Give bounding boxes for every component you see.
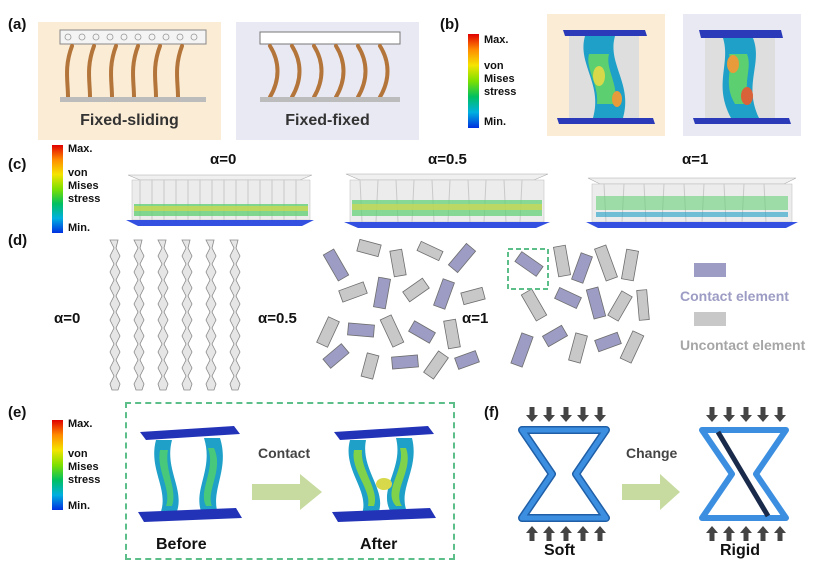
alpha-0-columns — [109, 239, 241, 391]
panel-a-fixed-fixed-box: Fixed-fixed — [236, 22, 419, 140]
sliding-stress-render — [557, 30, 655, 124]
legend-contact-swatch — [694, 263, 726, 277]
before-sim — [138, 426, 242, 522]
colorbar-title-1: von — [68, 167, 88, 179]
soft-caption: Soft — [544, 542, 576, 559]
bottom-fixed-plate — [60, 97, 206, 102]
panel-c-alpha-05: α=0.5 — [428, 151, 467, 168]
colorbar-gradient — [52, 145, 63, 233]
colorbar-title-2: Mises — [68, 461, 99, 473]
rigid-frame-arrows-bottom — [706, 526, 786, 541]
colorbar-gradient — [52, 420, 63, 510]
colorbar-title-3: stress — [68, 193, 101, 205]
legend-contact-label: Contact element — [680, 288, 789, 304]
panel-c-label: (c) — [8, 156, 27, 173]
colorbar-title-3: stress — [68, 474, 101, 486]
rigid-frame — [699, 427, 789, 521]
panel-d-alpha-05: α=0.5 — [258, 310, 297, 327]
colorbar-max: Max. — [68, 143, 93, 155]
before-caption: Before — [156, 536, 207, 553]
contact-arrow-label: Contact — [258, 445, 311, 461]
panel-c-colorbar: Max. von Mises stress Min. — [52, 143, 132, 243]
panel-e-dashed-frame — [125, 402, 455, 560]
alpha-05-pieces — [316, 238, 486, 380]
alpha-05-metamaterial — [344, 173, 550, 228]
after-caption: After — [360, 536, 398, 553]
soft-frame — [518, 426, 610, 522]
legend-uncontact-label: Uncontact element — [680, 337, 806, 353]
panel-b-fixed-fixed-sim — [683, 14, 801, 136]
panel-c-alpha-1: α=1 — [682, 151, 709, 168]
legend-uncontact-swatch — [694, 312, 726, 326]
colorbar-gradient — [468, 34, 479, 128]
rigid-caption: Rigid — [720, 542, 760, 559]
alpha-1-pieces — [510, 244, 650, 368]
colorbar-title-2: Mises — [484, 73, 515, 85]
panel-b-label: (b) — [440, 16, 460, 33]
change-arrow-label: Change — [626, 445, 678, 461]
top-fixed-plate — [259, 31, 401, 45]
colorbar-title-1: von — [484, 60, 504, 72]
panel-d-label: (d) — [8, 232, 28, 249]
after-sim — [332, 426, 436, 522]
bowed-beams — [268, 44, 390, 99]
fixed-fixed-caption: Fixed-fixed — [285, 112, 370, 129]
panel-e-colorbar: Max. von Mises stress Min. — [52, 418, 132, 518]
panel-d-alpha-0: α=0 — [54, 310, 81, 327]
colorbar-title-3: stress — [484, 86, 517, 98]
panel-b-colorbar: Max. von Mises stress Min. — [468, 32, 548, 132]
alpha-1-metamaterial — [586, 177, 798, 228]
fixed-stress-render — [693, 30, 791, 124]
panel-a-fixed-sliding-box: Fixed-sliding — [38, 22, 221, 140]
colorbar-max: Max. — [484, 34, 509, 46]
highlight-dashed-box — [507, 248, 549, 290]
contact-arrow — [252, 474, 322, 510]
fixed-fixed-diagram — [259, 31, 401, 102]
colorbar-min: Min. — [68, 500, 90, 512]
fixed-sliding-diagram — [59, 29, 207, 102]
rigid-frame-arrows-top — [706, 407, 786, 422]
colorbar-title-1: von — [68, 448, 88, 460]
panel-c-alpha-0: α=0 — [210, 151, 237, 168]
soft-frame-arrows-bottom — [526, 526, 606, 541]
colorbar-min: Min. — [484, 116, 506, 128]
panel-e-label: (e) — [8, 404, 27, 421]
colorbar-title-2: Mises — [68, 180, 99, 192]
colorbar-max: Max. — [68, 418, 93, 430]
soft-frame-arrows-top — [526, 407, 606, 422]
panel-b-fixed-sliding-sim — [547, 14, 665, 136]
panel-f-label: (f) — [484, 404, 499, 421]
fixed-sliding-caption: Fixed-sliding — [80, 112, 179, 129]
colorbar-min: Min. — [68, 222, 90, 234]
panel-d-alpha-1: α=1 — [462, 310, 489, 327]
alpha-0-metamaterial — [126, 174, 314, 226]
top-sliding-plate — [59, 29, 207, 45]
panel-a-label: (a) — [8, 16, 27, 33]
curved-beams — [65, 44, 184, 99]
bottom-fixed-plate — [260, 97, 400, 102]
change-arrow — [622, 474, 680, 510]
